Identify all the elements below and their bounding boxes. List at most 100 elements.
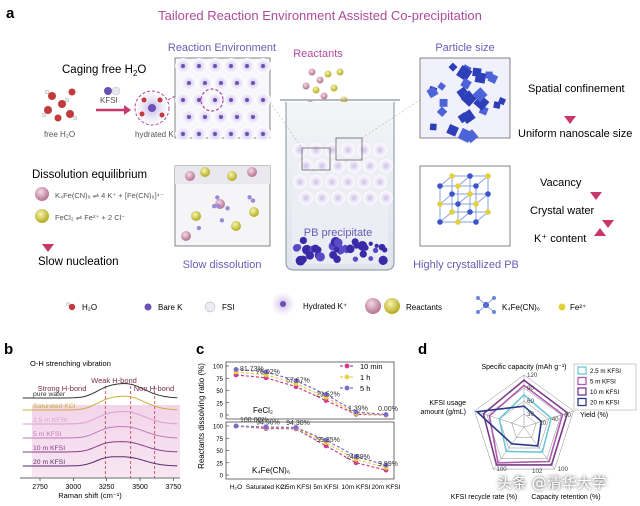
panel-c-legend-marker	[344, 363, 350, 369]
pb-particle-icon	[300, 257, 306, 264]
panel-c-letter: c	[196, 341, 204, 358]
fecl2-subplot-label: FeCl₂	[253, 406, 273, 415]
bare-k-dot-icon	[203, 115, 207, 119]
slow-dissolution-label: Slow dissolution	[183, 259, 262, 271]
hydrated-k-bubble-icon	[293, 175, 307, 189]
panel-c-data-label: 100.00%	[240, 417, 268, 424]
radar-tick-label: 60	[564, 412, 571, 419]
panel-d-legend-box	[573, 363, 637, 411]
legend-bare-k-icon	[144, 303, 152, 311]
bare-k-dot-icon	[235, 81, 239, 85]
panel-c-legend-marker	[344, 385, 350, 391]
legend-k4fecn6-icon	[476, 296, 496, 314]
panel-c-data-label: 59.35%	[316, 437, 340, 444]
uniform-size-text: Uniform nanoscale size	[518, 128, 632, 140]
panel-c-series-line	[235, 425, 387, 466]
panel-c-point	[353, 460, 359, 466]
bare-k-dot-icon	[229, 98, 233, 102]
bare-k-dot-icon	[251, 115, 255, 119]
spatial-confinement-text: Spatial confinement	[528, 83, 625, 95]
panel-c-series-line	[235, 425, 387, 469]
panel-d-legend-label: 2.5 m KFSI	[590, 368, 621, 375]
fecl2-drop-icon	[336, 68, 344, 76]
bare-k-dot-icon	[181, 98, 185, 102]
panel-c-ytick-label: 50	[216, 389, 223, 395]
bare-k-dot-icon	[219, 115, 223, 119]
kfsi-label: KFSI	[100, 96, 118, 105]
legend-reactant-yellow-icon	[384, 298, 400, 314]
hydrated-k-bubble-icon	[363, 191, 377, 205]
nano-cube-icon	[460, 90, 477, 107]
radar-tick-label: 40	[552, 416, 559, 423]
free-water-molecules-icon	[41, 88, 78, 122]
panel-c-ylabel: Reactants dissolving ratio (%)	[197, 363, 206, 469]
hydrated-k-bubble-icon	[325, 175, 339, 189]
panel-b-series-name: 2.5 m KFSI	[33, 417, 67, 424]
radar-grid-ring	[511, 413, 537, 438]
hydrated-k-bubble-icon	[325, 143, 339, 157]
lattice-node-icon	[467, 191, 473, 197]
radar-axis-label: KFSI usage	[429, 400, 466, 407]
bare-k-dot-icon	[197, 98, 201, 102]
panel-c-point	[353, 453, 359, 459]
radar-axis-label: Specific capacity (mAh g⁻¹)	[482, 364, 567, 371]
slow-nucleation-text: Slow nucleation	[38, 256, 119, 268]
hydrated-k-bubble-icon	[373, 175, 387, 189]
hydrated-k-bubble-icon	[331, 191, 345, 205]
panel-b-xtick-label: 3500	[132, 484, 148, 491]
nano-cube-icon	[436, 106, 448, 117]
fsi-icon	[111, 86, 121, 96]
pb-particle-icon	[357, 240, 368, 251]
legend-fe2: Fe²⁺	[570, 303, 586, 312]
spectrum-line-saturated-kcl	[22, 395, 178, 411]
pb-particle-icon	[333, 255, 341, 263]
lattice-node-icon	[473, 201, 479, 207]
slow-dissolution-particles	[181, 167, 259, 241]
bare-k-dot-icon	[251, 81, 255, 85]
particle-size-label: Particle size	[435, 42, 494, 54]
down-arrowhead-icon	[564, 116, 576, 124]
dissolving-reactant-icon	[227, 171, 237, 181]
legend-hydrated-k-core-icon	[280, 301, 286, 307]
ion-dot-icon	[225, 206, 230, 211]
pb-particle-icon	[305, 251, 314, 260]
panel-c-point	[383, 412, 389, 417]
panel-b-xtick-label: 3750	[166, 484, 182, 491]
panel-c-point	[293, 378, 299, 384]
panel-c-point	[233, 423, 239, 429]
dissolving-reactant-icon	[249, 207, 259, 217]
k4fecn6-drop-icon	[308, 68, 316, 76]
pb-particle-icon	[311, 244, 320, 253]
dissolving-reactant-icon	[247, 167, 257, 177]
panel-b-plot	[22, 382, 178, 478]
panel-d-radar: Specific capacity (mAh g⁻¹)Yield (%)Capa…	[420, 364, 608, 501]
bare-k-dot-icon	[213, 64, 217, 68]
panel-c-ytick-label: 100	[213, 365, 224, 371]
radar-grid-ring	[474, 374, 574, 470]
hydrated-k-bubble-icon	[347, 159, 361, 173]
radar-series-polygon	[488, 384, 564, 464]
dissolution-title: Dissolution equilibrium	[32, 169, 147, 181]
lattice-node-icon	[485, 191, 491, 197]
ion-dot-icon	[215, 195, 220, 200]
hydrated-k-bubble-icon	[309, 175, 323, 189]
ion-dot-icon	[247, 195, 252, 200]
legend-hydrated-k: Hydrated K⁺	[303, 302, 347, 311]
legend-h2o: H₂O	[82, 303, 97, 312]
lattice-node-icon	[473, 219, 479, 225]
panel-c-category-label: 10m KFSI	[342, 484, 371, 491]
panel-a-title: Tailored Reaction Environment Assisted C…	[158, 8, 482, 23]
pb-particle-icon	[299, 236, 307, 245]
nano-cube-icon	[460, 77, 472, 90]
lattice-node-icon	[437, 183, 443, 189]
panel-c-legend-label: 1 h	[360, 373, 370, 382]
hydrated-k-bubble-icon	[347, 191, 361, 205]
nano-cube-icon	[485, 71, 493, 79]
caging-title: Caging free H2O	[62, 64, 146, 78]
panel-c-ytick-label: 75	[216, 437, 223, 443]
radar-tick-label: 20	[539, 420, 546, 427]
panel-c-ytick-label: 100	[213, 425, 224, 431]
nano-cube-icon	[429, 123, 437, 131]
bare-k-dot-icon	[181, 132, 185, 136]
